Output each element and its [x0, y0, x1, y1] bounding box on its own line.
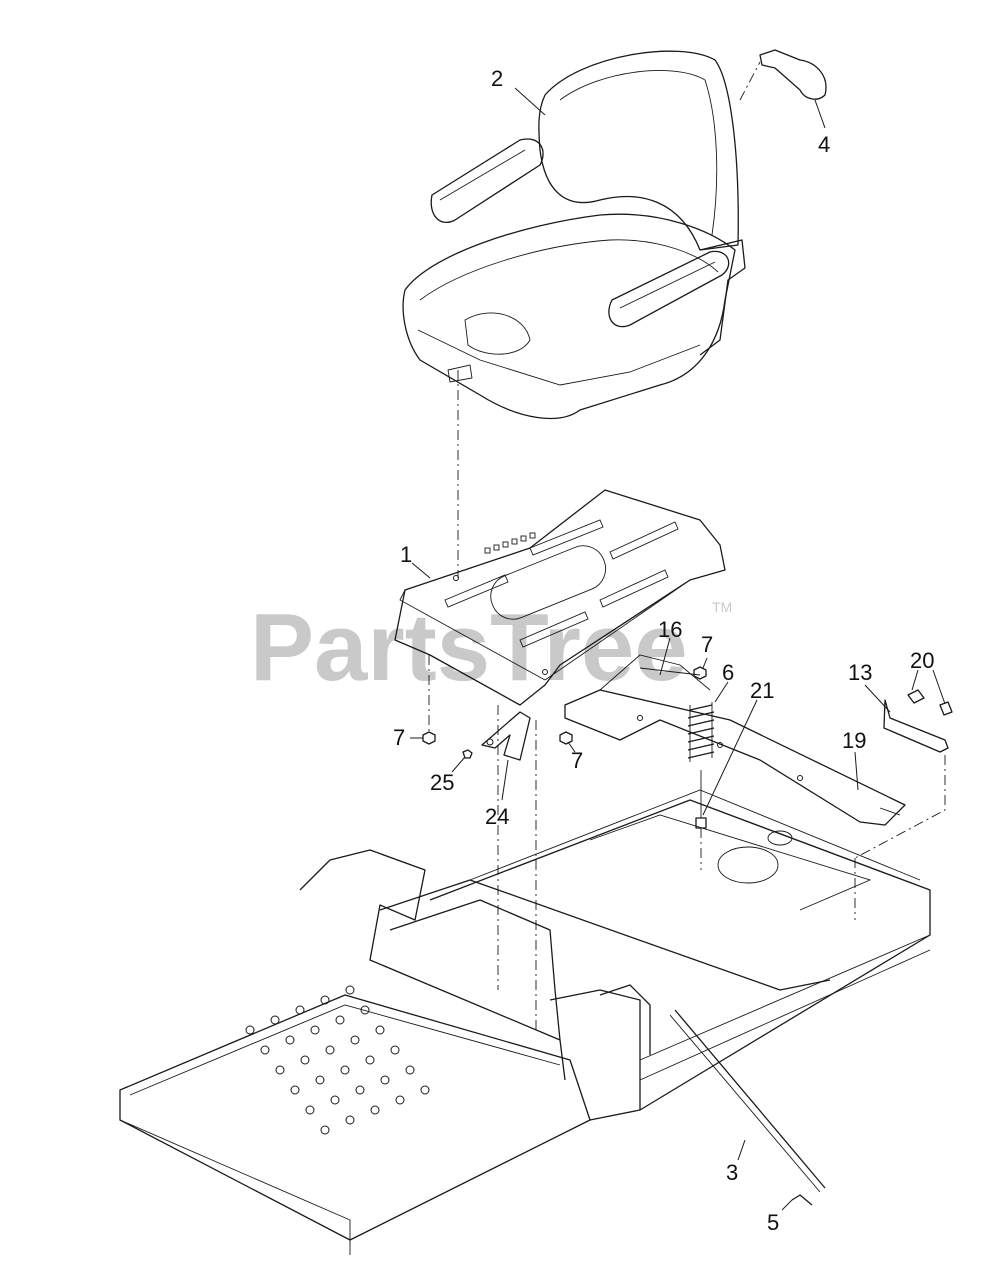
watermark-text: PartsTree: [250, 594, 688, 701]
bracket: [462, 711, 531, 761]
callout-24: 24: [485, 804, 509, 829]
frame: [119, 789, 931, 1255]
callout-16: 16: [658, 617, 682, 642]
callout-1: 1: [400, 542, 412, 567]
bolt: [695, 770, 707, 829]
assembly-lines: [428, 61, 946, 1030]
nuts: [422, 666, 707, 745]
leader-lines: [410, 87, 946, 1211]
seat-rail: [564, 654, 906, 826]
callout-13: 13: [848, 660, 872, 685]
callout-7-middle: 7: [571, 748, 583, 773]
callout-6: 6: [722, 660, 734, 685]
callout-7-left: 7: [393, 725, 405, 750]
callout-5: 5: [767, 1210, 779, 1235]
watermark-trademark: TM: [712, 599, 732, 615]
floor-perforations: [245, 985, 430, 1135]
spring: [687, 702, 715, 762]
adjust-slots: [484, 532, 536, 554]
callout-3: 3: [726, 1160, 738, 1185]
right-bracket: [883, 689, 953, 753]
callout-labels: 2 4 1 16 7 6 21 13 20 19 7 7 25 24 3 5: [393, 66, 934, 1235]
callout-2: 2: [491, 66, 503, 91]
callout-7-top: 7: [701, 632, 713, 657]
seat-pan-plate: [394, 489, 726, 706]
seat-assembly: [402, 50, 746, 420]
watermark: PartsTree TM: [250, 594, 732, 701]
callout-4: 4: [818, 132, 830, 157]
callout-21: 21: [750, 678, 774, 703]
callout-19: 19: [842, 728, 866, 753]
callout-20: 20: [910, 648, 934, 673]
part-4-clip: [759, 49, 827, 100]
callout-25: 25: [430, 770, 454, 795]
